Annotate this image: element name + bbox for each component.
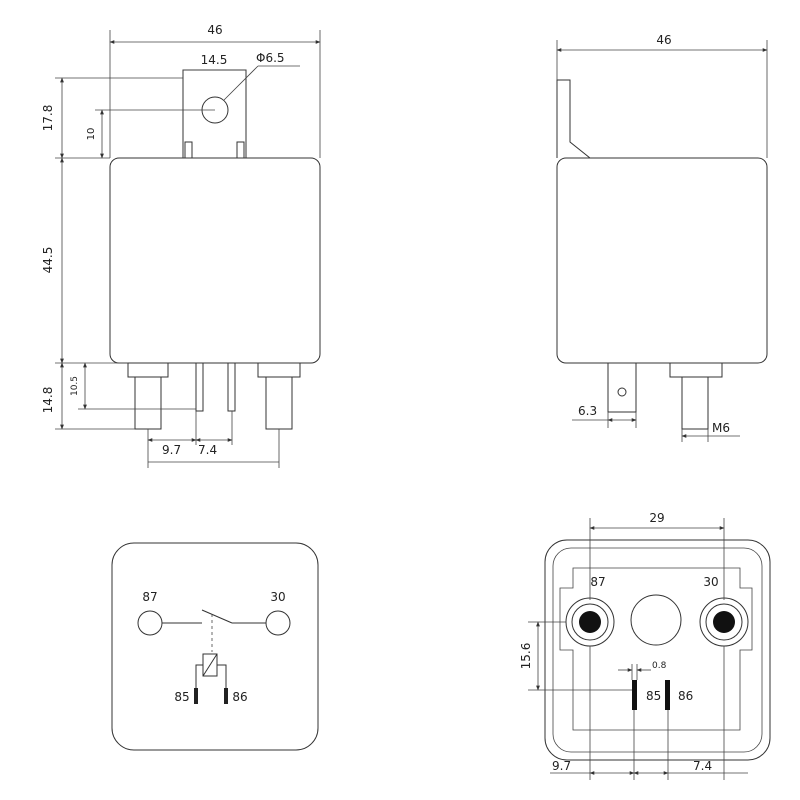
dim-front-width: 46 [207, 23, 222, 37]
bottom-label-86: 86 [678, 689, 693, 703]
dim-hole-height: 10 [86, 128, 97, 141]
dim-pin-gap: 0.8 [652, 661, 667, 671]
center-boss [630, 594, 682, 646]
bottom-inner-outline [559, 567, 753, 731]
schematic-pin-30 [265, 610, 291, 636]
dim-height-offset: 15.6 [519, 643, 533, 670]
relay-body-front [109, 157, 321, 364]
dim-tab-width: 6.3 [578, 404, 597, 418]
coil-lead-85 [195, 664, 203, 690]
schematic-pin-86 [224, 688, 228, 704]
dim-bottom-pitch-left: 9.7 [552, 759, 571, 773]
bottom-label-85: 85 [646, 689, 661, 703]
wiring-schematic: 87 30 85 86 [111, 542, 319, 751]
dim-thread: M6 [712, 421, 730, 435]
schematic-pin-85 [194, 688, 198, 704]
side-tab-terminal [607, 363, 637, 413]
terminal-87-front [134, 376, 162, 430]
dim-stud-span: 29 [649, 511, 664, 525]
dim-body-height: 44.5 [41, 247, 55, 274]
terminal-base-right [257, 362, 301, 378]
label-pin-30: 30 [270, 590, 285, 604]
stud-87 [579, 611, 601, 633]
front-view: 46 14.5 Φ6.5 17.8 10 44.5 10.5 14.8 [41, 23, 321, 468]
bottom-view: 87 30 85 86 29 15.6 0.8 9.7 7.4 [519, 511, 771, 780]
side-view: 46 6.3 M6 [556, 33, 768, 442]
dim-terminal-length: 14.8 [41, 387, 55, 414]
bottom-outer [544, 539, 771, 761]
schematic-frame [111, 542, 319, 751]
bottom-label-87: 87 [590, 575, 605, 589]
stud-30 [713, 611, 735, 633]
switch-blade [201, 609, 233, 624]
terminal-30-front [265, 376, 293, 430]
side-stud [681, 376, 709, 430]
side-stud-base [669, 362, 723, 378]
dim-bracket-height: 17.8 [41, 105, 55, 132]
coil-lead-86 [217, 664, 227, 690]
dim-side-width: 46 [656, 33, 671, 47]
side-bracket [556, 79, 591, 159]
dim-hole-diameter: Φ6.5 [256, 51, 285, 65]
terminal-base-left [127, 362, 169, 378]
schematic-pin-87 [137, 610, 163, 636]
spade-pin-85 [632, 680, 637, 710]
dim-small-terminal: 10.5 [70, 376, 80, 396]
dim-pitch-right: 7.4 [198, 443, 217, 457]
dim-bottom-pitch-right: 7.4 [693, 759, 712, 773]
bracket-foot-left [184, 141, 193, 158]
bottom-label-30: 30 [703, 575, 718, 589]
bracket-foot-right [236, 141, 245, 158]
label-pin-86: 86 [232, 690, 247, 704]
terminal-85-front [195, 362, 204, 412]
label-pin-85: 85 [174, 690, 189, 704]
dim-bracket-offset: 14.5 [201, 53, 228, 67]
dim-pitch-left: 9.7 [162, 443, 181, 457]
relay-body-side [556, 157, 768, 364]
spade-pin-86 [665, 680, 670, 710]
terminal-86-front [227, 362, 236, 412]
label-pin-87: 87 [142, 590, 157, 604]
